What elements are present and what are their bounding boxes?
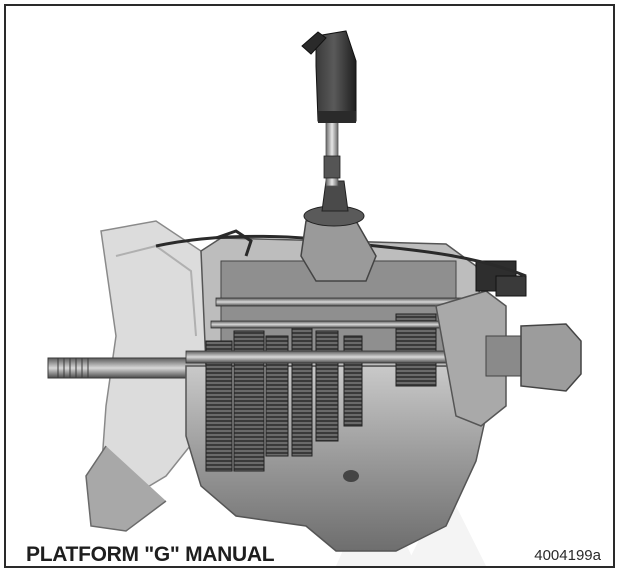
- transmission-cutaway-image: [47, 30, 582, 566]
- figure-frame: PLATFORM "G" MANUAL 4004199a: [4, 4, 615, 568]
- figure-caption: PLATFORM "G" MANUAL: [26, 543, 275, 566]
- figure-number: 4004199a: [534, 547, 601, 564]
